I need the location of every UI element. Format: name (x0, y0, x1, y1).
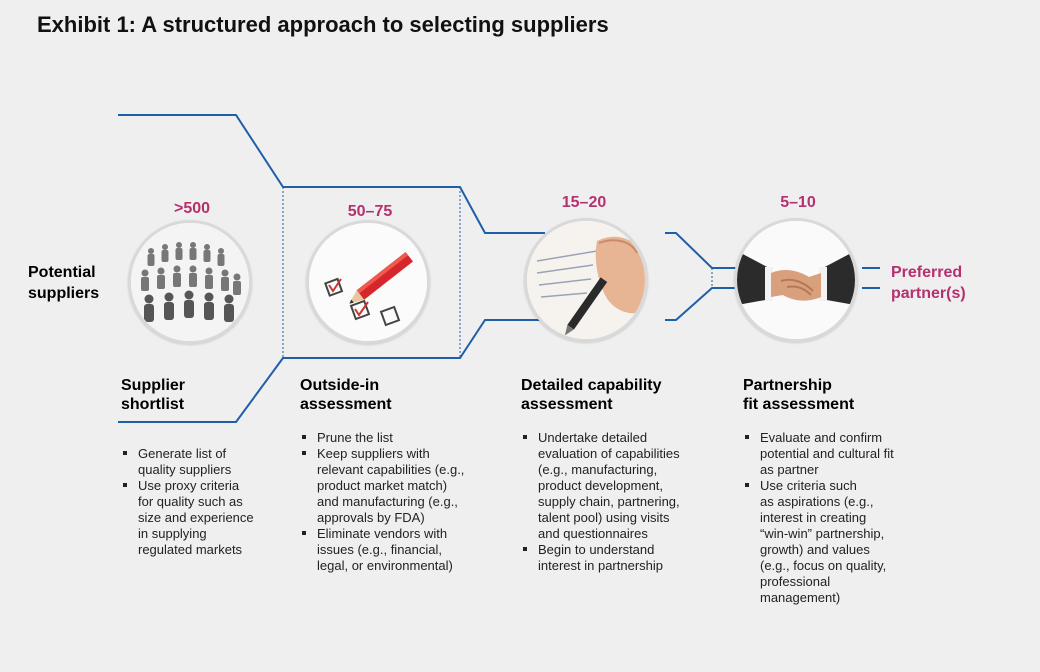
stage-1-title-line-2: shortlist (121, 396, 185, 413)
bullet-item: Use criteria such as aspirations (e.g., … (743, 478, 894, 606)
stage-2-bullets: Prune the list Keep suppliers with relev… (300, 430, 464, 574)
bullet-line: product market match) (317, 478, 448, 493)
bullet-line: regulated markets (138, 542, 243, 557)
bullet-line: Use proxy criteria (138, 478, 240, 493)
bullet-item: Undertake detailed evaluation of capabil… (521, 430, 680, 542)
bullet-line: as partner (760, 462, 819, 477)
bullet-line: Begin to understand (538, 542, 655, 557)
bullet-line: as aspirations (e.g., (760, 494, 874, 509)
bullet-line: size and experience (138, 510, 254, 525)
pencil-checkbox-icon (309, 223, 427, 341)
bullet-line: evaluation of capabilities (538, 446, 680, 461)
bullet-line: Generate list of (138, 446, 227, 461)
stage-3-count: 15–20 (561, 194, 607, 211)
bullet-line: potential and cultural fit (760, 446, 894, 461)
funnel-bottom-line (118, 319, 545, 423)
bullet-line: Evaluate and confirm (760, 430, 883, 445)
bullet-item: Prune the list (300, 430, 464, 446)
bullet-line: quality suppliers (138, 462, 232, 477)
bullet-line: professional (760, 574, 831, 589)
stage-4-title-line-2: fit assessment (743, 396, 855, 413)
stage-1-title-line-1: Supplier (121, 377, 186, 394)
stage-2-count: 50–75 (347, 203, 393, 220)
stage-4-title: Partnership fit assessment (743, 376, 854, 414)
bullet-item: Eliminate vendors with issues (e.g., fin… (300, 526, 464, 574)
potential-suppliers-label: Potential suppliers (28, 262, 99, 304)
stage-4-count: 5–10 (780, 194, 816, 211)
bullet-line: and questionnaires (538, 526, 648, 541)
stage-2-title-line-2: assessment (300, 396, 392, 413)
bullet-item: Evaluate and confirm potential and cultu… (743, 430, 894, 478)
crowd-icon (131, 223, 249, 341)
preferred-partners-line-1: Preferred (891, 264, 963, 281)
stage-2-title: Outside-in assessment (300, 376, 392, 414)
bullet-line: relevant capabilities (e.g., (317, 462, 465, 477)
bullet-item: Use proxy criteria for quality such as s… (121, 478, 254, 558)
preferred-partners-label: Preferred partner(s) (891, 262, 966, 304)
writing-image (524, 218, 648, 342)
bullet-line: (e.g., focus on quality, (760, 558, 887, 573)
crowd-image (128, 220, 252, 344)
pen-writing-icon (527, 221, 645, 339)
stage-3-title: Detailed capability assessment (521, 376, 662, 414)
bullet-line: in supplying (138, 526, 207, 541)
bullet-line: interest in partnership (538, 558, 664, 573)
bullet-line: Keep suppliers with (317, 446, 430, 461)
bullet-line: Prune the list (317, 430, 393, 445)
bullet-line: (e.g., manufacturing, (538, 462, 658, 477)
bullet-line: issues (e.g., financial, (317, 542, 443, 557)
bullet-line: Eliminate vendors with (317, 526, 448, 541)
bullet-line: growth) and values (760, 542, 870, 557)
bullet-item: Generate list of quality suppliers (121, 446, 254, 478)
bullet-line: supply chain, partnering, (538, 494, 680, 509)
handshake-image (734, 218, 858, 342)
bullet-item: Begin to understand interest in partners… (521, 542, 680, 574)
stage-2-title-line-1: Outside-in (300, 377, 380, 394)
handshake-icon (737, 221, 855, 339)
bullet-line: legal, or environmental) (317, 558, 453, 573)
stage-3-bullets: Undertake detailed evaluation of capabil… (521, 430, 680, 574)
stage-4-bullets: Evaluate and confirm potential and cultu… (743, 430, 894, 606)
funnel-top-line-right (665, 232, 740, 269)
bullet-line: “win-win” partnership, (760, 526, 885, 541)
bullet-line: interest in creating (760, 510, 867, 525)
bullet-line: for quality such as (138, 494, 243, 509)
preferred-partners-line-2: partner(s) (891, 285, 966, 302)
stage-3-title-line-2: assessment (521, 396, 613, 413)
funnel-bottom-line-right (665, 287, 740, 321)
stage-1-bullets: Generate list of quality suppliers Use p… (121, 446, 254, 558)
bullet-line: Undertake detailed (538, 430, 648, 445)
stage-4-title-line-1: Partnership (743, 377, 832, 394)
bullet-line: talent pool) using visits (538, 510, 670, 525)
bullet-line: approvals by FDA) (317, 510, 425, 525)
bullet-line: Use criteria such (760, 478, 857, 493)
stage-1-title: Supplier shortlist (121, 376, 185, 414)
stage-1-count: >500 (173, 200, 211, 217)
bullet-line: product development, (538, 478, 664, 493)
stage-3-title-line-1: Detailed capability (521, 377, 662, 394)
bullet-line: and manufacturing (e.g., (317, 494, 458, 509)
funnel-top-line (118, 114, 545, 234)
bullet-line: management) (760, 590, 841, 605)
exhibit-title: Exhibit 1: A structured approach to sele… (37, 12, 609, 37)
potential-suppliers-line-1: Potential (28, 264, 96, 281)
checklist-image (306, 220, 430, 344)
potential-suppliers-line-2: suppliers (28, 285, 100, 302)
bullet-item: Keep suppliers with relevant capabilitie… (300, 446, 464, 526)
